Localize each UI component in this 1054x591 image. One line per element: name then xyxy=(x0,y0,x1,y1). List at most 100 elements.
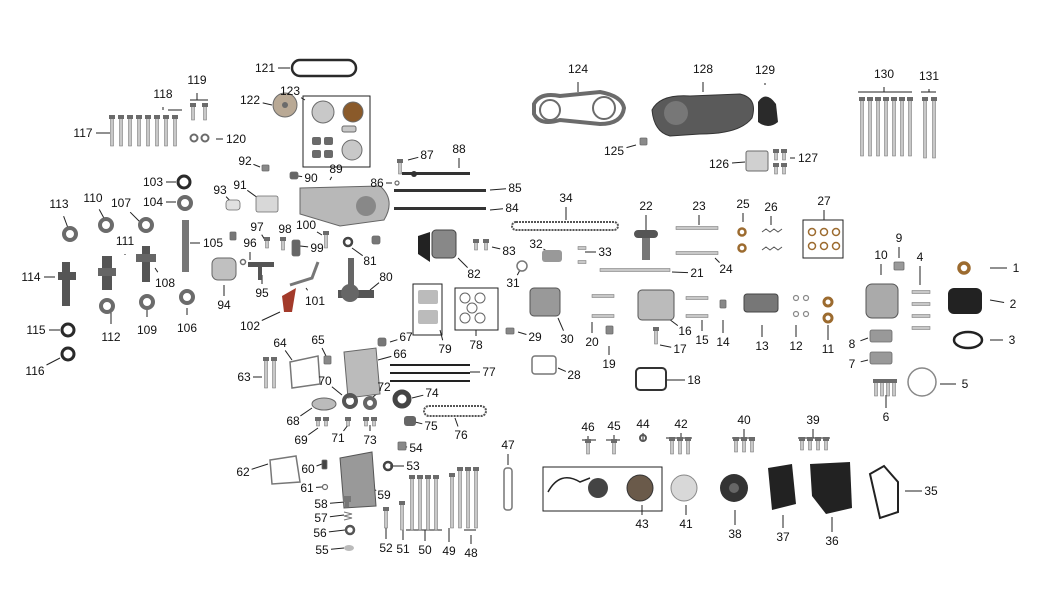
part-number-66: 66 xyxy=(393,347,407,361)
part-number-65: 65 xyxy=(311,333,325,347)
plug-17 xyxy=(653,327,659,345)
part-number-32: 32 xyxy=(529,237,543,251)
bolt-4-1 xyxy=(911,302,931,306)
leader-line-90 xyxy=(297,175,303,178)
bolt-39-1 xyxy=(807,437,813,451)
part-number-89: 89 xyxy=(329,162,343,176)
part-number-131: 131 xyxy=(918,69,940,83)
cam-22 xyxy=(634,230,658,260)
part-number-75: 75 xyxy=(424,419,438,433)
o-ring-61 xyxy=(321,483,329,491)
part-number-61: 61 xyxy=(300,481,314,495)
shaft-108 xyxy=(136,246,156,282)
part-number-19: 19 xyxy=(602,357,616,371)
bolt-48-2 xyxy=(473,467,479,529)
clip-125 xyxy=(639,137,648,146)
gasket-35 xyxy=(868,464,899,520)
part-number-31: 31 xyxy=(506,276,520,290)
leader-line-57 xyxy=(329,514,345,518)
leader-line-92 xyxy=(253,163,261,168)
long-bolt-4 xyxy=(145,115,151,147)
bolt-69-0 xyxy=(315,417,321,427)
spring-57 xyxy=(343,511,353,521)
bolt-50-2 xyxy=(425,475,431,531)
leader-line-84 xyxy=(489,208,504,211)
part-67a xyxy=(371,235,381,245)
bolt-39-3 xyxy=(823,437,829,451)
part-54 xyxy=(397,441,407,451)
part-number-73: 73 xyxy=(363,433,377,447)
part-number-58: 58 xyxy=(314,497,328,511)
tensioner-32 xyxy=(542,250,562,262)
bearing-90 xyxy=(289,171,299,180)
head-16 xyxy=(637,289,675,321)
bolt-42-2 xyxy=(685,437,691,455)
leader-line-76 xyxy=(454,417,459,427)
part-number-27: 27 xyxy=(817,194,831,208)
stud-131-1 xyxy=(931,97,937,159)
bolt-40-2 xyxy=(749,437,755,453)
water-pump-cover-94 xyxy=(211,257,237,281)
bolt-39-0 xyxy=(799,437,805,451)
bracket-8 xyxy=(869,329,893,343)
leader-line-70 xyxy=(331,386,343,396)
seal-116 xyxy=(60,346,76,362)
gear-72 xyxy=(363,396,377,410)
part-number-122: 122 xyxy=(239,93,261,107)
washer-12-3 xyxy=(802,310,810,318)
part-number-44: 44 xyxy=(636,417,650,431)
part-number-98: 98 xyxy=(278,222,292,236)
part-number-112: 112 xyxy=(101,330,121,344)
part-number-62: 62 xyxy=(236,465,250,479)
part-number-114: 114 xyxy=(21,270,41,284)
bolt-33a xyxy=(577,246,587,250)
washer-12-1 xyxy=(802,294,810,302)
bolt-63b xyxy=(271,357,277,389)
part-number-21: 21 xyxy=(690,266,704,280)
stud-130-0 xyxy=(859,97,865,157)
part-number-55: 55 xyxy=(315,543,329,557)
leader-line-69 xyxy=(308,427,319,436)
bolt-83a xyxy=(473,239,479,251)
part-number-111: 111 xyxy=(115,234,135,248)
seal-53 xyxy=(382,460,394,472)
leader-line-75 xyxy=(414,421,423,425)
pin-98 xyxy=(280,237,286,251)
part-number-91: 91 xyxy=(233,178,247,192)
part-75 xyxy=(404,416,416,426)
stator-43 xyxy=(547,474,654,502)
part-number-85: 85 xyxy=(508,181,522,195)
leader-line-108 xyxy=(154,267,159,273)
drive-belt-icon xyxy=(290,58,358,78)
starter-arm-102 xyxy=(282,288,296,312)
bracket-7 xyxy=(869,351,893,365)
leader-line-68 xyxy=(300,407,313,417)
part-65 xyxy=(323,355,332,365)
stud-130-5 xyxy=(899,97,905,157)
intake-2 xyxy=(948,288,982,314)
part-number-107: 107 xyxy=(110,196,132,210)
part-number-128: 128 xyxy=(692,62,714,76)
part-number-10: 10 xyxy=(874,248,888,262)
bolt-87 xyxy=(397,159,403,175)
part-number-33: 33 xyxy=(598,245,612,259)
leader-line-102 xyxy=(261,311,281,321)
variator-plate-icon xyxy=(272,92,298,118)
leader-line-2 xyxy=(989,299,1005,303)
pump-68 xyxy=(311,397,337,411)
part-92 xyxy=(261,164,270,172)
washer-120a xyxy=(189,133,199,143)
bracket-47 xyxy=(503,467,513,511)
bearing-104 xyxy=(177,195,193,211)
chain-34 xyxy=(511,221,619,231)
oil-seal-103 xyxy=(176,174,192,190)
bearing-107 xyxy=(138,217,154,233)
gear-70 xyxy=(342,393,358,409)
part-9 xyxy=(893,261,905,271)
left-crankcase-cover-icon xyxy=(651,93,754,137)
part-number-127: 127 xyxy=(797,151,819,165)
bolt-4-3 xyxy=(911,326,931,330)
nut-11a xyxy=(822,296,834,308)
part-number-52: 52 xyxy=(379,541,393,555)
